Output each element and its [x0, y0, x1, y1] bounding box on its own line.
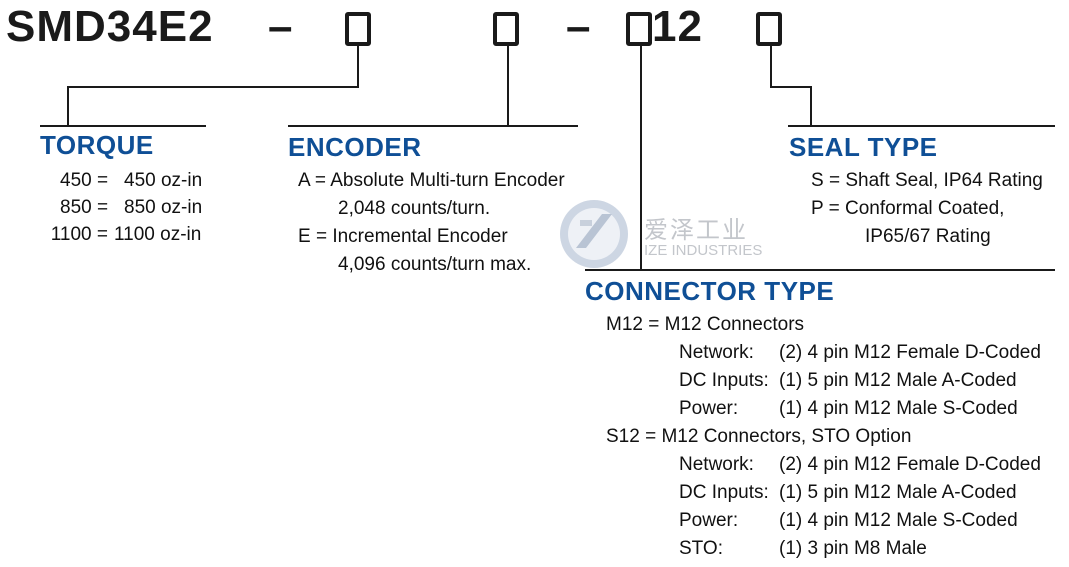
s12-dc-inputs-value: (1) 5 pin M12 Male A-Coded: [779, 482, 1017, 503]
seal-option-p-detail: IP65/67 Rating: [865, 226, 991, 247]
connector-code-box: [626, 12, 652, 46]
m12-network-label: Network:: [679, 342, 754, 363]
seal-leader-horizontal: [770, 86, 812, 88]
s12-sto-value: (1) 3 pin M8 Male: [779, 538, 927, 559]
encoder-heading: ENCODER: [288, 132, 422, 162]
m12-dc-inputs-label: DC Inputs:: [679, 370, 769, 391]
part-number-prefix: SMD34E2: [6, 2, 214, 51]
torque-code-1100: 1100 =: [50, 224, 108, 245]
torque-code-box: [345, 12, 371, 46]
s12-power-label: Power:: [679, 510, 739, 531]
encoder-option-a: A = Absolute Multi-turn Encoder: [298, 170, 565, 191]
encoder-option-e-detail: 4,096 counts/turn max.: [338, 254, 532, 275]
torque-desc-850: 850 oz-in: [124, 197, 203, 218]
encoder-option-a-detail: 2,048 counts/turn.: [338, 198, 491, 219]
torque-desc-1100: 1100 oz-in: [114, 224, 202, 245]
torque-heading: TORQUE: [40, 130, 154, 160]
connector-s12-title: S12 = M12 Connectors, STO Option: [606, 426, 912, 447]
encoder-leader-vertical: [507, 46, 509, 126]
encoder-code-box: [493, 12, 519, 46]
seal-leader-vertical: [770, 46, 772, 88]
watermark-english: IZE INDUSTRIES: [644, 242, 763, 259]
s12-network-label: Network:: [679, 454, 754, 475]
connector-m12-title: M12 = M12 Connectors: [606, 314, 805, 335]
m12-power-label: Power:: [679, 398, 739, 419]
watermark-chinese: 爱泽工业: [644, 217, 748, 244]
m12-power-value: (1) 4 pin M12 Male S-Coded: [779, 398, 1018, 419]
seal-option-s: S = Shaft Seal, IP64 Rating: [811, 170, 1043, 191]
m12-dc-inputs-value: (1) 5 pin M12 Male A-Coded: [779, 370, 1017, 391]
torque-leader-horizontal: [67, 86, 359, 88]
connector-leader-vertical: [640, 46, 642, 270]
s12-sto-label: STO:: [679, 538, 723, 559]
seal-code-box: [756, 12, 782, 46]
seal-heading: SEAL TYPE: [789, 132, 938, 162]
m12-network-value: (2) 4 pin M12 Female D-Coded: [779, 342, 1041, 363]
seal-leader-drop: [810, 86, 812, 126]
s12-network-value: (2) 4 pin M12 Female D-Coded: [779, 454, 1041, 475]
connector-heading: CONNECTOR TYPE: [585, 276, 835, 306]
torque-code-850: 850 =: [60, 197, 109, 218]
connector-heading-rule: [585, 269, 1055, 271]
encoder-heading-rule: [288, 125, 578, 127]
seal-heading-rule: [788, 125, 1055, 127]
part-number-fixed: 12: [652, 2, 703, 51]
seal-option-p: P = Conformal Coated,: [811, 198, 1005, 219]
s12-dc-inputs-label: DC Inputs:: [679, 482, 769, 503]
torque-leader-drop: [67, 86, 69, 126]
torque-leader-vertical: [357, 46, 359, 88]
torque-heading-rule: [40, 125, 206, 127]
torque-desc-450: 450 oz-in: [124, 170, 203, 191]
ize-logo-icon: [560, 200, 628, 268]
s12-power-value: (1) 4 pin M12 Male S-Coded: [779, 510, 1018, 531]
part-number-dash-1: –: [268, 2, 294, 51]
torque-code-450: 450 =: [60, 170, 109, 191]
part-number-dash-2: –: [566, 2, 592, 51]
encoder-option-e: E = Incremental Encoder: [298, 226, 508, 247]
